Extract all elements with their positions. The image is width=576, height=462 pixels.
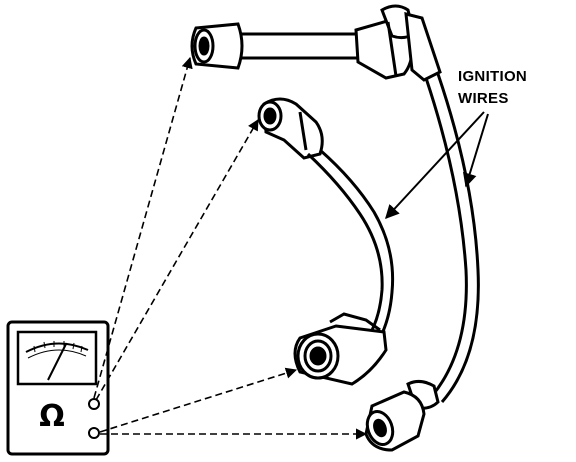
bottom-right-boot <box>364 379 440 452</box>
ignition-wires-label: IGNITION WIRES <box>458 66 568 110</box>
top-ignition-wire <box>190 4 442 82</box>
distributor-cap-terminal <box>293 312 388 386</box>
right-ignition-wire <box>424 73 480 403</box>
ohmmeter-icon <box>6 320 110 456</box>
callout-leader-lines <box>385 111 489 220</box>
lead-to-cap-terminal <box>99 367 298 433</box>
ignition-wires-label-line2: WIRES <box>458 90 509 107</box>
test-leads <box>93 56 368 440</box>
ignition-wires-label-line1: IGNITION <box>458 68 528 85</box>
lead-to-top-boot <box>93 56 193 399</box>
middle-ignition-wire <box>257 97 324 160</box>
lead-to-elbow-boot <box>95 119 259 401</box>
middle-cable <box>306 148 395 339</box>
ohm-symbol: Ω <box>39 399 65 434</box>
